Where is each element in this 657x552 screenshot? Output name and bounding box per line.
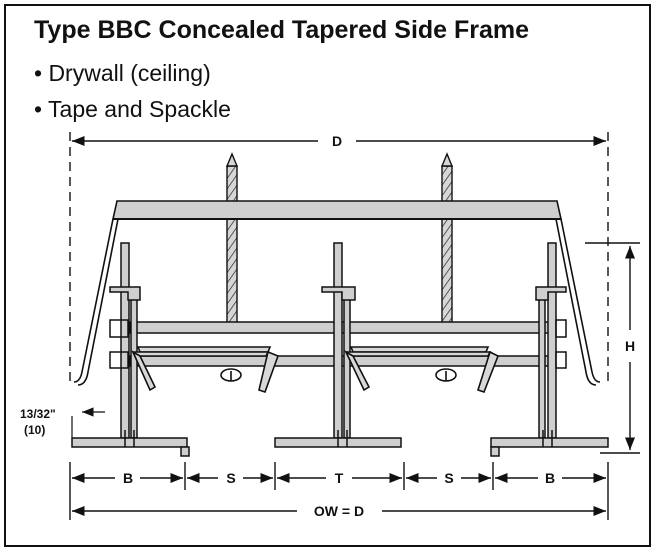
dimension-d: D [69,132,609,385]
t-bar-center [274,242,402,448]
plenum-top-plate [112,200,562,220]
dimension-offset: 13/32" (10) [20,407,105,438]
t-bar-right [490,242,609,457]
diagram-frame [4,4,651,547]
bullet-drywall: • Drywall (ceiling) [34,60,211,86]
dimension-h-label: H [625,338,635,354]
hinge-clip-left [131,346,280,394]
bullet-tape-spackle: • Tape and Spackle [34,96,231,122]
dimension-d-label: D [332,133,342,149]
hinge-clip-right [344,346,500,393]
t-bar-left [71,242,190,457]
overall-width-label: OW = D [314,503,364,519]
hanger-rod-left [225,152,239,325]
offset-metric-label: (10) [24,423,45,437]
segment-t-label: T [335,470,344,486]
segment-b-right-label: B [545,470,555,486]
segment-b-left-label: B [123,470,133,486]
offset-value-label: 13/32" [20,407,56,421]
segment-s-right-label: S [444,470,453,486]
tapered-side-right [555,218,601,386]
hanger-rod-right [440,152,454,325]
diagram-title: Type BBC Concealed Tapered Side Frame [34,16,530,44]
tapered-side-left [73,218,119,386]
segment-dimensions [69,462,609,520]
segment-s-left-label: S [226,470,235,486]
dimension-h: H [585,242,640,454]
